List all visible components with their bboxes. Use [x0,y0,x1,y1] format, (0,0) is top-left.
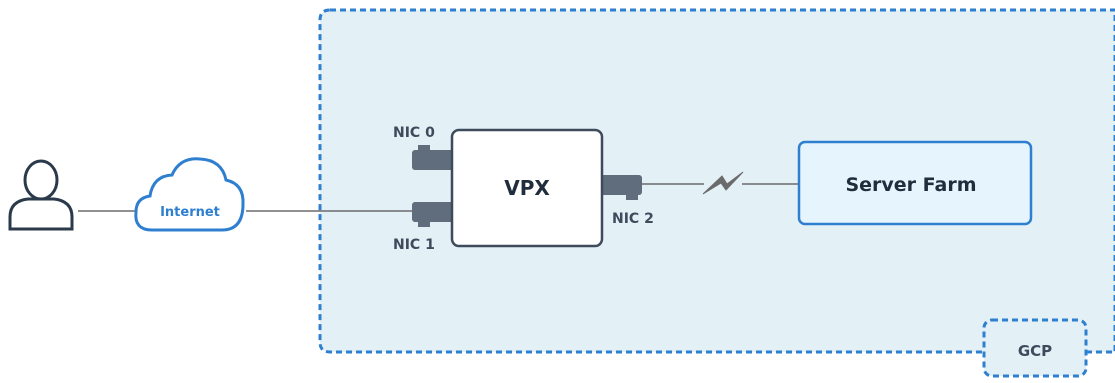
nic2-port [600,175,642,200]
user-icon [8,159,74,231]
nic1-port [412,202,454,227]
internet-label: Internet [160,205,220,220]
gcp-tag: GCP [982,318,1088,378]
nic0-port [412,145,454,170]
server-farm-label: Server Farm [845,174,976,196]
gcp-label: GCP [1018,342,1052,360]
lightning-link-icon [702,171,744,195]
server-farm-box: Server Farm [797,140,1033,226]
nic0-label: NIC 0 [393,125,435,141]
nic2-label: NIC 2 [612,211,654,227]
vpx-appliance: VPX [450,128,604,248]
vpx-label: VPX [504,176,550,200]
cloud-icon: Internet [134,157,245,232]
nic1-label: NIC 1 [393,237,435,253]
